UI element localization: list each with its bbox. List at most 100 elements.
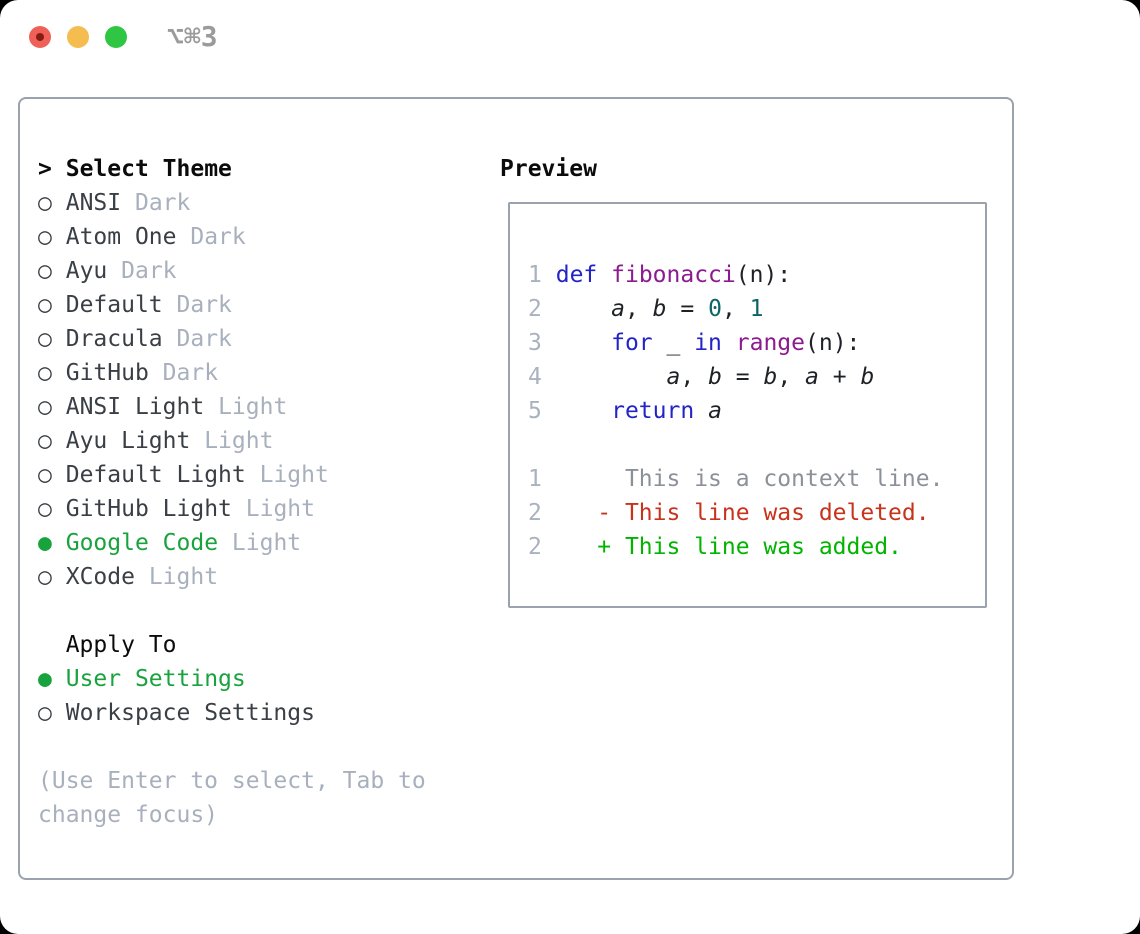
code-token: for [611, 330, 653, 356]
zoom-button[interactable] [105, 26, 127, 48]
theme-list: ○ ANSI Dark○ Atom One Dark○ Ayu Dark○ De… [38, 186, 478, 594]
code-token: b [860, 364, 875, 390]
blank-line [528, 224, 985, 258]
line-number: 5 [528, 398, 542, 424]
close-button[interactable] [29, 26, 51, 48]
code-token: , [624, 296, 653, 322]
code-token: in [694, 330, 722, 356]
code-token [556, 398, 611, 424]
theme-name: Atom One [65, 224, 177, 250]
code-token: 0 [708, 296, 722, 322]
theme-option-github[interactable]: ○ GitHub Dark [38, 356, 478, 390]
theme-name: XCode [65, 564, 135, 590]
theme-picker-panel: > Select Theme ○ ANSI Dark○ Atom One Dar… [18, 97, 1014, 880]
theme-option-ayu-light[interactable]: ○ Ayu Light Light [38, 424, 478, 458]
theme-option-ansi-light[interactable]: ○ ANSI Light Light [38, 390, 478, 424]
theme-name: Default Light [65, 462, 246, 488]
preview-header: Preview [500, 156, 597, 182]
code-token: return [611, 398, 695, 424]
select-theme-header: > Select Theme [38, 152, 478, 186]
radio-unselected-icon: ○ [38, 700, 52, 726]
radio-unselected-icon: ○ [38, 496, 52, 522]
theme-option-atom-one[interactable]: ○ Atom One Dark [38, 220, 478, 254]
blank-line [528, 428, 985, 462]
code-token: a [708, 398, 722, 424]
code-token: fibonacci [611, 262, 736, 288]
code-token: (n): [805, 330, 861, 356]
code-token [694, 398, 708, 424]
theme-variant-badge: Light [218, 394, 288, 420]
apply-to-list: ● User Settings○ Workspace Settings [38, 662, 478, 730]
theme-option-xcode[interactable]: ○ XCode Light [38, 560, 478, 594]
theme-variant-badge: Light [204, 428, 274, 454]
theme-variant-badge: Dark [190, 224, 246, 250]
theme-name: GitHub [65, 360, 149, 386]
code-token: a [666, 364, 681, 390]
apply-option-user-settings[interactable]: ● User Settings [38, 662, 478, 696]
minimize-button[interactable] [67, 26, 89, 48]
code-token: , [721, 296, 750, 322]
theme-option-default-light[interactable]: ○ Default Light Light [38, 458, 478, 492]
help-text: (Use Enter to select, Tab to change focu… [38, 768, 426, 828]
radio-selected-icon: ● [38, 666, 52, 692]
preview-diff-line-context: 1 This is a context line. [528, 462, 985, 496]
traffic-lights [29, 26, 127, 48]
preview-diff-line-added: 2 + This line was added. [528, 530, 985, 564]
code-token: a [611, 296, 625, 322]
line-number: 2 [528, 534, 542, 560]
select-theme-title: Select Theme [65, 156, 232, 182]
line-number: 4 [528, 364, 542, 390]
line-number: 1 [528, 466, 542, 492]
theme-name: Ayu [65, 258, 108, 284]
code-token [597, 262, 611, 288]
code-token [556, 296, 611, 322]
theme-variant-badge: Light [245, 496, 315, 522]
preview-code-line-1: 1 def fibonacci(n): [528, 258, 985, 292]
diff-text: This is a context line. [555, 466, 944, 492]
code-token [722, 330, 736, 356]
diff-text: + This line was added. [555, 534, 902, 560]
theme-variant-badge: Dark [176, 292, 232, 318]
theme-list-column: > Select Theme ○ ANSI Dark○ Atom One Dar… [38, 152, 478, 832]
apply-to-header: Apply To [65, 632, 177, 658]
theme-variant-badge: Light [148, 564, 219, 590]
theme-option-default[interactable]: ○ Default Dark [38, 288, 478, 322]
line-number: 1 [528, 262, 542, 288]
theme-option-google-code[interactable]: ● Google Code Light [38, 526, 478, 560]
code-token: (n): [735, 262, 792, 288]
theme-name: Default [65, 292, 163, 318]
radio-selected-icon: ● [38, 530, 52, 556]
radio-unselected-icon: ○ [38, 326, 52, 352]
apply-option-label: User Settings [65, 666, 246, 692]
code-token: = [666, 296, 709, 322]
theme-name: Ayu Light [65, 428, 191, 454]
code-token: 1 [749, 296, 764, 322]
theme-variant-badge: Dark [176, 326, 232, 352]
spacer [38, 594, 478, 628]
theme-name: Google Code [65, 530, 219, 556]
theme-name: Dracula [65, 326, 163, 352]
theme-option-ayu[interactable]: ○ Ayu Dark [38, 254, 478, 288]
preview-code-line-4: 4 a, b = b, a + b [528, 360, 985, 394]
code-token: range [735, 330, 806, 356]
radio-unselected-icon: ○ [38, 428, 52, 454]
code-token: , [680, 364, 709, 390]
code-token: b [708, 364, 722, 390]
theme-option-github-light[interactable]: ○ GitHub Light Light [38, 492, 478, 526]
radio-unselected-icon: ○ [38, 394, 52, 420]
theme-option-ansi[interactable]: ○ ANSI Dark [38, 186, 478, 220]
radio-unselected-icon: ○ [38, 360, 52, 386]
code-token [556, 330, 611, 356]
theme-option-dracula[interactable]: ○ Dracula Dark [38, 322, 478, 356]
code-token: , [777, 364, 806, 390]
code-token: a [805, 364, 819, 390]
apply-option-workspace-settings[interactable]: ○ Workspace Settings [38, 696, 478, 730]
diff-text: - This line was deleted. [555, 500, 930, 526]
radio-unselected-icon: ○ [38, 564, 52, 590]
radio-unselected-icon: ○ [38, 292, 52, 318]
preview-code-line-2: 2 a, b = 0, 1 [528, 292, 985, 326]
theme-variant-badge: Dark [134, 190, 191, 216]
